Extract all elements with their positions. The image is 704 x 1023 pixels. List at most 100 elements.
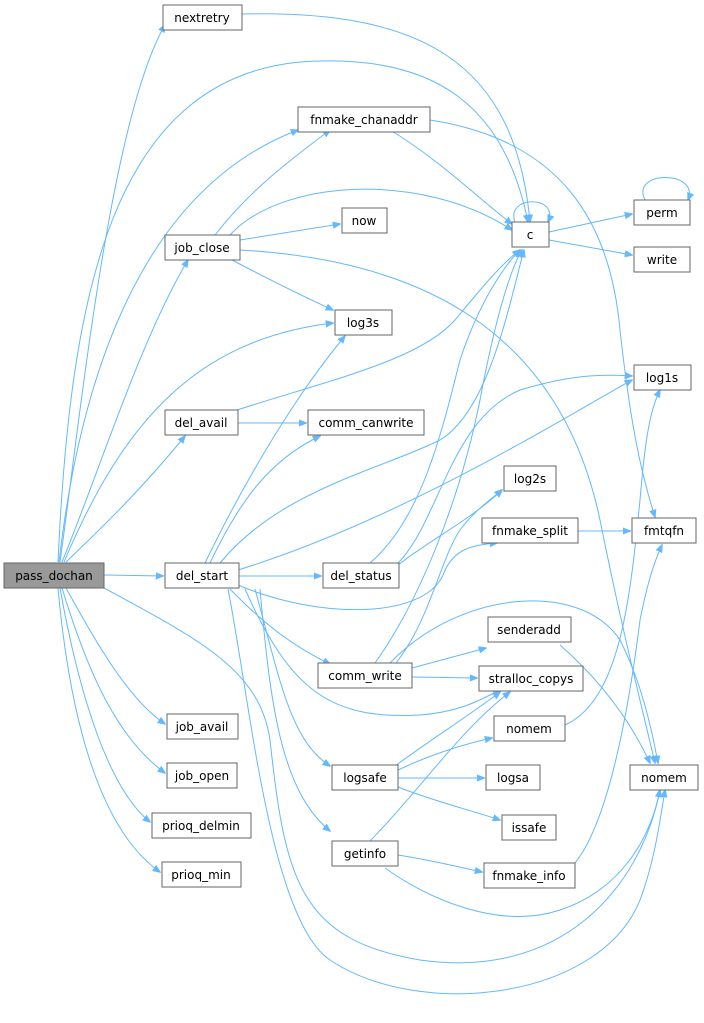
svg-text:pass_dochan: pass_dochan (15, 569, 93, 583)
svg-text:log1s: log1s (646, 371, 678, 385)
edge-pass_dochan-job_open (61, 587, 165, 773)
svg-text:nextretry: nextretry (174, 11, 229, 25)
node-nextretry[interactable]: nextretry (162, 4, 243, 31)
svg-text:fmtqfn: fmtqfn (644, 524, 684, 538)
node-prioq_min[interactable]: prioq_min (161, 861, 242, 888)
edge-pass_dochan-prioq_min (57, 587, 160, 872)
edge-job_close-nomem_2 (239, 249, 655, 763)
edge-job_close-fnmake_chanaddr (214, 130, 330, 236)
edge-pass_dochan-del_start (103, 575, 163, 576)
edge-del_status-log2s (397, 490, 502, 566)
svg-text:del_start: del_start (176, 569, 229, 583)
svg-text:fnmake_info: fnmake_info (492, 869, 565, 883)
edge-comm_write-c (374, 250, 522, 664)
node-senderadd[interactable]: senderadd (487, 616, 572, 643)
edge-pass_dochan-nomem_2 (103, 587, 660, 964)
node-issafe[interactable]: issafe (501, 814, 557, 841)
svg-text:perm: perm (646, 206, 677, 220)
edge-del_start-log1s (237, 380, 632, 571)
node-logsa[interactable]: logsa (485, 764, 541, 791)
edge-getinfo-stralloc_copys (369, 692, 510, 842)
edge-del_start-stralloc_copys (244, 588, 500, 717)
edge-c-write (548, 239, 632, 255)
node-fnmake_chanaddr[interactable]: fnmake_chanaddr (297, 106, 431, 133)
edge-c-c (513, 201, 550, 222)
svg-text:comm_canwrite: comm_canwrite (318, 416, 413, 430)
node-log2s[interactable]: log2s (503, 465, 557, 492)
node-del_avail[interactable]: del_avail (164, 409, 239, 436)
node-fnmake_info[interactable]: fnmake_info (483, 862, 576, 889)
node-now[interactable]: now (341, 207, 388, 234)
svg-text:prioq_delmin: prioq_delmin (162, 819, 240, 833)
edge-comm_write-senderadd (411, 648, 486, 669)
edge-fnmake_chanaddr-c (389, 129, 512, 224)
edge-pass_dochan-fnmake_chanaddr (58, 130, 298, 563)
svg-text:log2s: log2s (514, 472, 546, 486)
edge-del_start-log3s (204, 336, 345, 564)
svg-text:getinfo: getinfo (344, 847, 386, 861)
node-comm_write[interactable]: comm_write (317, 662, 413, 689)
svg-text:del_avail: del_avail (175, 416, 228, 430)
node-perm[interactable]: perm (633, 199, 691, 226)
node-nomem-2[interactable]: nomem (629, 764, 699, 791)
edge-getinfo-nomem_2 (384, 790, 660, 917)
node-getinfo[interactable]: getinfo (331, 840, 399, 867)
node-log3s[interactable]: log3s (334, 309, 393, 336)
node-comm_canwrite[interactable]: comm_canwrite (307, 409, 425, 436)
node-job_avail[interactable]: job_avail (166, 713, 239, 740)
node-prioq_delmin[interactable]: prioq_delmin (151, 812, 252, 839)
edge-logsafe-nomem_1 (397, 738, 492, 771)
svg-text:now: now (352, 214, 377, 228)
svg-text:stralloc_copys: stralloc_copys (489, 672, 574, 686)
node-fnmake_split[interactable]: fnmake_split (481, 517, 579, 544)
edge-del_start-nomem_2 (227, 588, 665, 995)
svg-text:fnmake_split: fnmake_split (492, 524, 568, 538)
edge-nextretry-c (241, 13, 530, 222)
svg-text:c: c (527, 228, 534, 242)
edges-layer (57, 13, 690, 995)
node-logsafe[interactable]: logsafe (331, 764, 399, 791)
edge-c-perm (548, 214, 632, 233)
edge-job_close-log3s (231, 259, 333, 310)
node-stralloc_copys[interactable]: stralloc_copys (478, 665, 584, 692)
svg-text:del_status: del_status (330, 569, 391, 583)
edge-del_start-fnmake_split (237, 543, 497, 611)
edge-pass_dochan-prioq_delmin (59, 587, 150, 822)
edge-del_start-getinfo (259, 588, 330, 831)
edge-pass_dochan-del_avail (65, 436, 185, 563)
edge-getinfo-fnmake_info (397, 854, 482, 872)
node-del_status[interactable]: del_status (322, 562, 400, 589)
svg-text:comm_write: comm_write (328, 669, 402, 683)
svg-text:issafe: issafe (512, 821, 547, 835)
edge-perm-perm (642, 177, 690, 201)
svg-text:job_avail: job_avail (175, 720, 229, 734)
edge-pass_dochan-nextretry (59, 25, 165, 563)
node-write[interactable]: write (633, 246, 691, 273)
edge-job_close-now (239, 224, 340, 241)
edge-comm_write-log2s (395, 490, 502, 664)
edge-pass_dochan-c (57, 60, 528, 563)
edge-fnmake_info-fmtqfn (574, 545, 662, 864)
edge-pass_dochan-job_close (61, 260, 188, 563)
node-pass_dochan[interactable]: pass_dochan (3, 562, 105, 589)
edge-del_status-log1s (397, 375, 632, 564)
edge-logsafe-stralloc_copys (394, 692, 500, 767)
node-log1s[interactable]: log1s (633, 364, 692, 391)
edge-pass_dochan-log3s (63, 323, 333, 563)
node-fmtqfn[interactable]: fmtqfn (631, 517, 697, 544)
node-c[interactable]: c (511, 221, 550, 248)
node-job_close[interactable]: job_close (164, 234, 241, 261)
edge-comm_write-stralloc_copys (411, 677, 477, 678)
svg-text:prioq_min: prioq_min (171, 868, 230, 882)
edge-fnmake_chanaddr-fmtqfn (429, 119, 655, 517)
edge-del_start-c (219, 250, 524, 564)
edge-job_close-c (229, 188, 512, 236)
node-del_start[interactable]: del_start (164, 562, 240, 589)
node-nomem-1[interactable]: nomem (493, 715, 566, 742)
edge-pass_dochan-job_avail (65, 587, 165, 724)
svg-text:job_close: job_close (173, 241, 229, 255)
svg-text:log3s: log3s (347, 316, 379, 330)
node-job_open[interactable]: job_open (166, 762, 238, 789)
edge-comm_write-nomem_2 (389, 600, 658, 763)
